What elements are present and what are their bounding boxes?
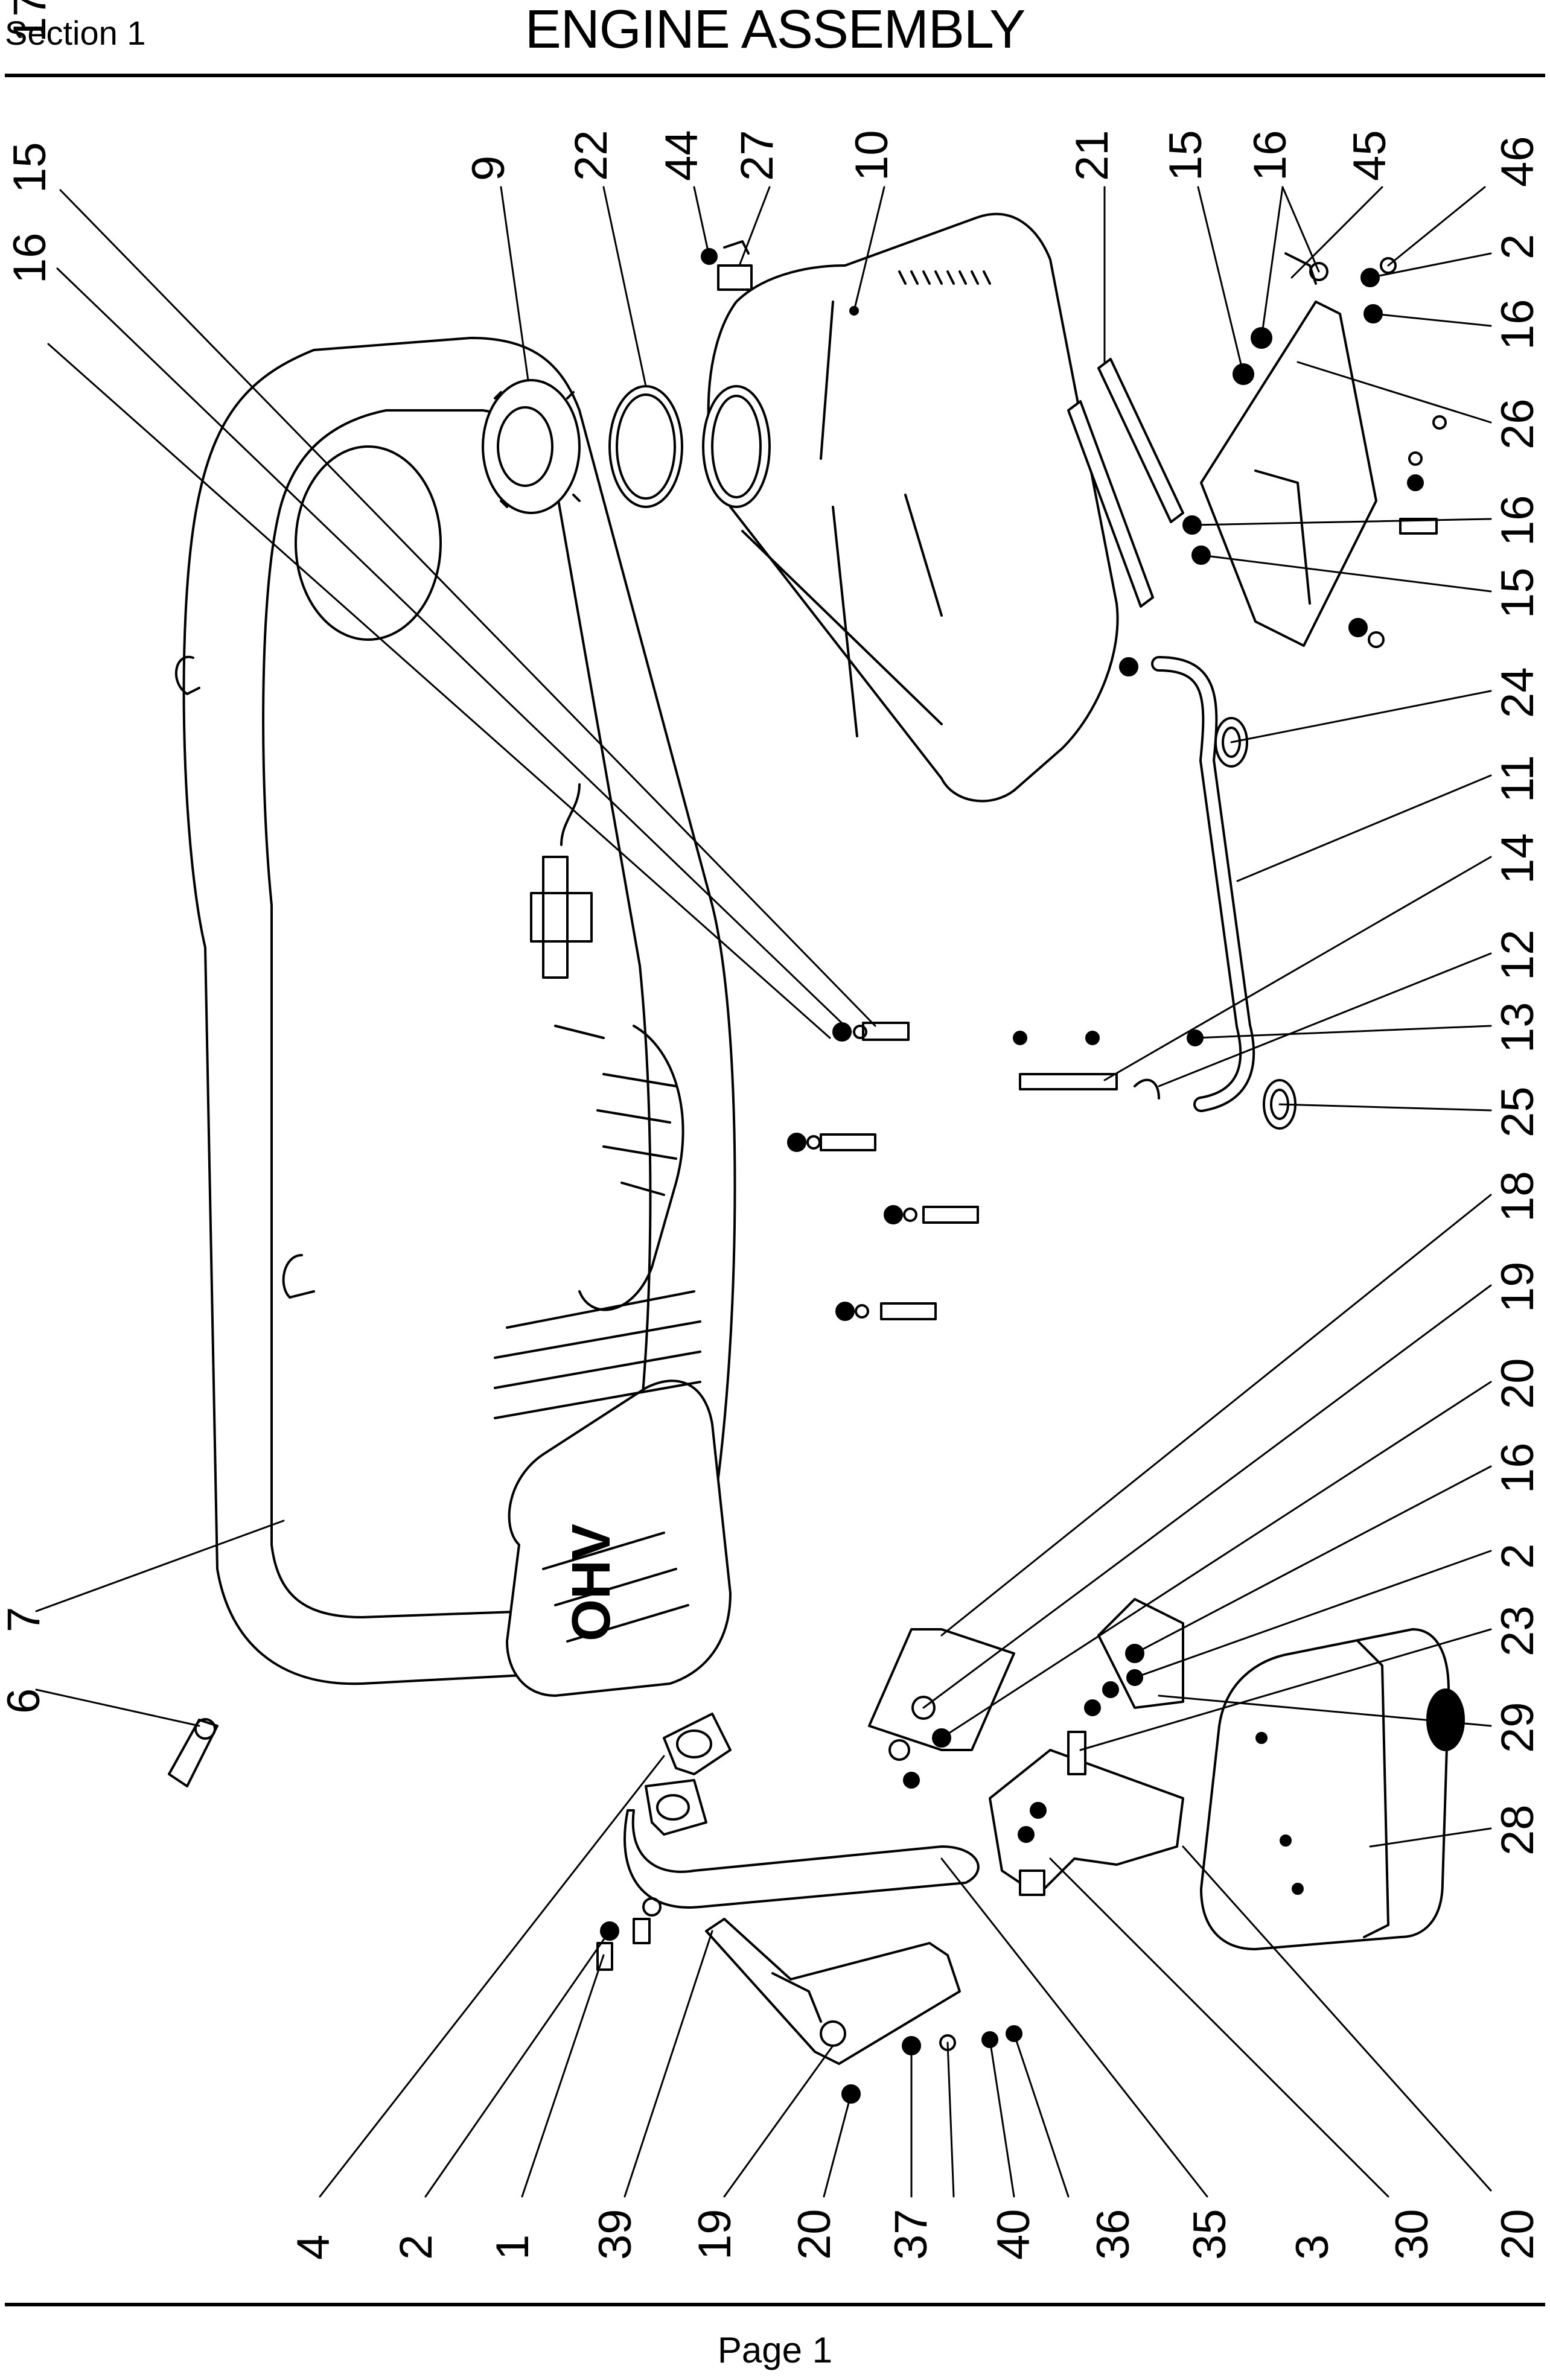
callout-23: 23 [1492,1605,1543,1656]
callout-35: 35 [1184,2209,1236,2260]
callout-9: 9 [463,156,514,181]
callout-16-a: 16 [4,232,56,284]
fuel-cap-part-9 [482,379,581,514]
callout-28: 28 [1492,1804,1543,1856]
mounting-bolts [787,1022,979,1321]
callout-16-b: 16 [1245,130,1296,181]
gasket-part-22 [608,385,683,508]
leader-lines [35,186,1492,2198]
callout-2-b: 2 [1492,1544,1543,1569]
callout-16-d: 16 [1492,495,1543,546]
bottom-rule [5,2303,1545,2306]
spark-plug-part-6 [168,1718,218,1787]
callout-6: 6 [0,1688,49,1714]
callout-2-c: 2 [391,2235,442,2260]
callout-21: 21 [1067,130,1118,181]
callout-24: 24 [1492,667,1543,718]
callout-29: 29 [1492,1702,1543,1753]
tank-fittings-44-27 [701,240,753,291]
callout-40: 40 [988,2209,1039,2260]
callout-20-b: 20 [1492,2209,1543,2260]
callout-16-c: 16 [1492,299,1543,350]
muffler-part-28 [1200,1628,1465,1950]
callout-36: 36 [1088,2209,1139,2260]
top-rule [5,74,1545,77]
callout-39: 39 [590,2209,641,2260]
callout-19-b: 19 [689,2209,741,2260]
callout-12: 12 [1492,929,1543,981]
callout-10: 10 [846,130,898,181]
callout-3: 3 [1287,2235,1338,2260]
callout-20-a: 20 [1492,1358,1543,1409]
callout-45: 45 [1344,130,1395,181]
callout-46: 46 [1492,136,1543,187]
callout-16-e: 16 [1492,1442,1543,1494]
callout-27: 27 [732,130,783,181]
callout-22: 22 [566,130,617,181]
callout-labels: 15 16 17 9 22 44 27 10 21 15 16 45 46 2 … [0,0,1543,2260]
callout-11: 11 [1492,755,1543,803]
page-title: ENGINE ASSEMBLY [525,0,1026,60]
callout-13: 13 [1492,1002,1543,1053]
bracket-part-39 [705,1918,961,2065]
exhaust-pipe-part-3 [624,1809,980,1909]
callout-4: 4 [288,2235,339,2260]
callout-26: 26 [1492,398,1543,450]
callout-19-a: 19 [1492,1261,1543,1312]
callout-2-a: 2 [1492,234,1543,259]
svg-text:OHV: OHV [561,1524,622,1641]
callout-25: 25 [1492,1086,1543,1138]
fuel-tank-part-10 [702,212,1119,803]
callout-18: 18 [1492,1171,1543,1222]
callout-15-b: 15 [1160,130,1211,181]
muffler-bracket-part-30 [989,1598,1184,1896]
callout-15-c: 15 [1492,567,1543,619]
callout-20-c: 20 [789,2209,840,2260]
exhaust-gasket-part-4 [645,1713,732,1836]
engine-part-7: OHV [175,337,736,1697]
callout-14: 14 [1492,833,1543,884]
section-label: Section 1 [5,14,146,52]
tank-bracket-part-26 [1182,252,1447,648]
callout-7: 7 [0,1607,49,1632]
callout-44: 44 [656,130,707,181]
callout-17: 17 [4,0,56,42]
callout-30: 30 [1386,2209,1438,2260]
fuel-hose-part-11 [1013,656,1255,1112]
callout-15-a: 15 [4,142,56,193]
page-number: Page 1 [717,2330,833,2370]
callout-1: 1 [487,2235,538,2260]
tank-pads-part-21 [1067,358,1184,608]
callout-37: 37 [885,2209,937,2260]
heat-shield-part-18 [868,1628,1015,1789]
